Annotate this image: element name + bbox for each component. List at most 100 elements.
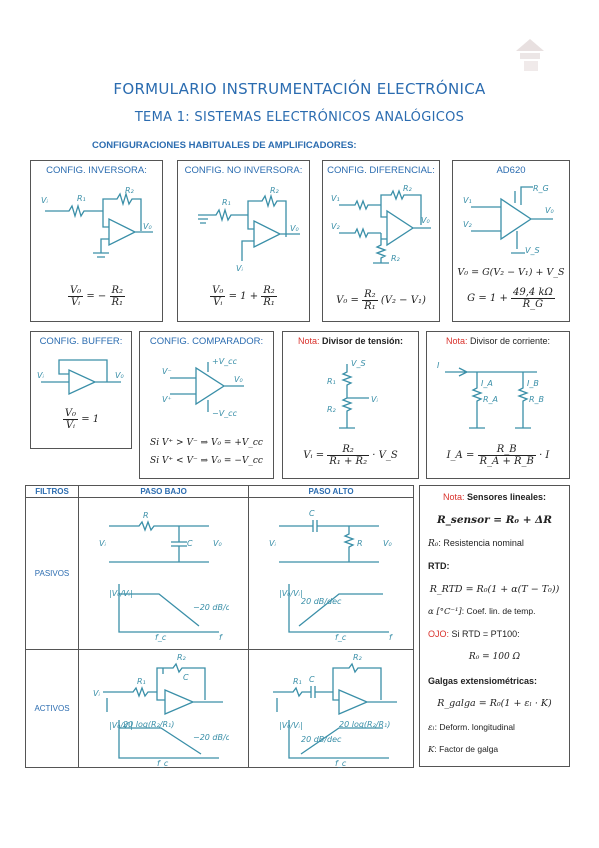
row-label-pasivos: PASIVOS	[25, 497, 79, 650]
frac-den: Vᵢ	[70, 297, 81, 308]
desc: : Deform. longitudinal	[434, 722, 515, 732]
formula-lhs: G = 1 +	[467, 293, 508, 304]
svg-text:V₀: V₀	[290, 224, 299, 233]
alpha-def: α [°C⁻¹]: Coef. lin. de temp.	[420, 606, 569, 617]
svg-text:R₁: R₁	[222, 198, 231, 207]
row-label-activos: ACTIVOS	[25, 649, 79, 768]
nota-label: Nota:	[297, 336, 320, 346]
box-sensores: Nota: Sensores lineales: R_sensor = R₀ +…	[419, 485, 570, 767]
formula-post: · V_S	[372, 450, 398, 461]
formula-galga: R_galga = R₀(1 + εₗ · K)	[437, 698, 552, 709]
header-text: Divisor de tensión:	[322, 336, 404, 346]
formula-lhs: I_A =	[446, 450, 475, 461]
header-buffer: CONFIG. BUFFER:	[39, 336, 123, 347]
header-no-inversora: CONFIG. NO INVERSORA:	[184, 165, 303, 176]
svg-text:R₁: R₁	[137, 677, 146, 686]
desc: : Coef. lin. de temp.	[461, 606, 536, 616]
svg-text:20 log(R₂/R₁): 20 log(R₂/R₁)	[123, 720, 174, 729]
svg-text:f_c: f_c	[335, 633, 347, 642]
box-divisor-tension: Nota: Divisor de tensión: V_S R₁ R₂ Vᵢ Vᵢ =…	[282, 331, 419, 479]
svg-text:Vᵢ: Vᵢ	[371, 395, 378, 404]
nota-label: Nota:	[445, 336, 468, 346]
frac-num: V₀	[67, 285, 84, 297]
svg-text:V₀: V₀	[545, 206, 554, 215]
svg-text:R_B: R_B	[529, 395, 544, 404]
svg-text:R₂: R₂	[353, 653, 363, 662]
frac-num: R₂	[362, 289, 378, 301]
symbol: εₗ	[428, 723, 435, 733]
header-ad620: AD620	[496, 165, 526, 176]
svg-text:C: C	[187, 539, 193, 548]
col-header-paso-bajo: PASO BAJO	[77, 485, 250, 498]
formula-op: = −	[86, 291, 107, 302]
desc: : Resistencia nominal	[438, 538, 524, 548]
svg-text:R_A: R_A	[483, 395, 498, 404]
svg-text:f_c: f_c	[335, 759, 347, 768]
svg-text:R: R	[143, 511, 149, 520]
frac-den: R₁	[111, 297, 124, 308]
header-text: Divisor de corriente:	[470, 336, 551, 346]
frac-num: R_B	[477, 444, 536, 456]
header-inversora: CONFIG. INVERSORA:	[46, 165, 147, 176]
page-subtitle: TEMA 1: SISTEMAS ELECTRÓNICOS ANALÓGICOS	[134, 110, 465, 125]
svg-text:+V_cc: +V_cc	[212, 357, 238, 366]
svg-text:R₂: R₂	[391, 254, 401, 263]
frac-den: Vᵢ	[213, 297, 223, 308]
svg-text:Vᵢ: Vᵢ	[99, 539, 106, 548]
logo-watermark	[516, 39, 544, 71]
circuit-divisor-tension: V_S R₁ R₂ Vᵢ	[327, 359, 378, 429]
svg-text:C: C	[183, 673, 189, 682]
svg-text:R₁: R₁	[327, 377, 336, 386]
col-header-paso-alto: PASO ALTO	[248, 485, 414, 498]
formula-rtd: R_RTD = R₀(1 + α(T − T₀))	[429, 584, 560, 595]
header-divisor-tension: Nota: Divisor de tensión:	[283, 336, 418, 346]
svg-text:20 dB/dec: 20 dB/dec	[301, 597, 342, 606]
svg-text:20 dB/dec: 20 dB/dec	[301, 735, 342, 744]
svg-text:V_S: V_S	[525, 246, 540, 255]
frac-num: V₀	[210, 285, 226, 297]
header-comparador: CONFIG. COMPARADOR:	[149, 336, 264, 347]
ojo-text: Si RTD = PT100:	[451, 629, 520, 639]
formula-post: (V₂ − V₁)	[380, 295, 426, 306]
svg-text:f_c: f_c	[155, 633, 167, 642]
svg-text:V₀: V₀	[234, 375, 243, 384]
galgas-label: Galgas extensiométricas:	[428, 676, 538, 686]
svg-text:V⁺: V⁺	[162, 395, 172, 404]
formula-op: = 1 +	[228, 291, 259, 302]
svg-text:C: C	[309, 509, 315, 518]
svg-text:R₂: R₂	[327, 405, 337, 414]
formula-post: · I	[539, 450, 550, 461]
frac-num: V₀	[62, 408, 79, 420]
frac-den: Vᵢ	[65, 420, 76, 431]
svg-text:f: f	[219, 633, 223, 642]
svg-text:V₂: V₂	[331, 222, 340, 231]
header-diferencial: CONFIG. DIFERENCIAL:	[327, 165, 435, 176]
svg-text:−V_cc: −V_cc	[212, 409, 238, 418]
svg-text:−20 dB/dec: −20 dB/dec	[193, 603, 229, 612]
r0-def: R₀: Resistencia nominal	[420, 538, 569, 549]
svg-text:V_S: V_S	[351, 359, 366, 368]
svg-text:Vᵢ: Vᵢ	[41, 196, 48, 205]
